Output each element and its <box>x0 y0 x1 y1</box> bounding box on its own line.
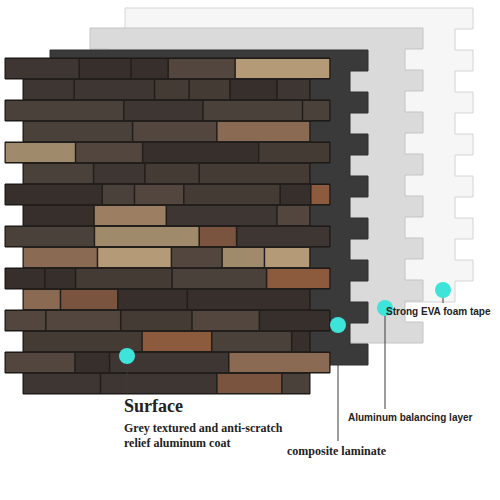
metal-strip <box>312 185 330 204</box>
balancing-layer <box>90 28 423 343</box>
stone-strip <box>190 80 229 99</box>
metal-strip <box>95 206 166 225</box>
stone-strip <box>259 143 329 162</box>
callout-dot <box>435 282 451 298</box>
stone-strip <box>124 101 202 120</box>
stone-strip <box>278 206 310 225</box>
metal-strip <box>143 332 211 351</box>
leader-line <box>338 325 339 441</box>
stone-strip <box>80 59 130 78</box>
stone-strip <box>260 311 329 330</box>
stone-strip <box>121 311 191 330</box>
part-label: composite laminate <box>287 444 386 459</box>
stone-strip <box>200 164 309 183</box>
stone-strip <box>169 59 234 78</box>
metal-strip <box>236 59 329 78</box>
stone-strip <box>193 311 259 330</box>
stone-strip <box>212 332 290 351</box>
stone-strip <box>281 185 310 204</box>
metal-strip <box>223 248 264 267</box>
metal-strip <box>6 143 75 162</box>
metal-strip <box>218 122 310 141</box>
part-title: Surface <box>124 396 183 417</box>
stone-strip <box>24 164 93 183</box>
stone-strip <box>101 374 216 393</box>
mosaic-strips <box>6 59 330 393</box>
stone-strip <box>135 185 183 204</box>
stone-strip <box>24 80 74 99</box>
part-description: Grey textured and anti-scratch relief al… <box>124 421 299 451</box>
stone-strip <box>6 59 79 78</box>
stone-strip <box>76 269 171 288</box>
metal-strip <box>265 248 309 267</box>
stone-strip <box>6 101 123 120</box>
callout-dot <box>119 348 135 364</box>
stone-strip <box>173 269 266 288</box>
metal-strip <box>267 269 329 288</box>
stone-strip <box>24 332 142 351</box>
stone-strip <box>6 185 102 204</box>
stone-strip <box>278 80 310 99</box>
metal-strip <box>24 290 60 309</box>
stone-strip <box>132 59 168 78</box>
metal-strip <box>95 227 198 246</box>
metal-strip <box>200 227 236 246</box>
stone-strip <box>188 290 309 309</box>
stone-strip <box>76 143 142 162</box>
stone-strip <box>119 290 187 309</box>
stone-strip <box>204 101 302 120</box>
metal-strip <box>61 290 117 309</box>
stone-strip <box>75 80 154 99</box>
stone-strip <box>133 122 216 141</box>
stone-strip <box>103 185 134 204</box>
stone-strip <box>6 353 74 372</box>
stone-strip <box>24 206 94 225</box>
stone-strip <box>47 311 120 330</box>
stone-strip <box>231 80 277 99</box>
stone-strip <box>143 143 257 162</box>
stone-strip <box>76 353 109 372</box>
part-label: Aluminum balancing layer <box>348 412 472 423</box>
stone-strip <box>46 269 75 288</box>
stone-strip <box>6 269 44 288</box>
stone-strip <box>24 122 132 141</box>
leader-line <box>385 308 386 409</box>
metal-strip <box>24 248 97 267</box>
stone-strip <box>6 311 45 330</box>
stone-strip <box>24 374 100 393</box>
stone-strip <box>146 164 199 183</box>
metal-strip <box>230 353 330 372</box>
stone-strip <box>237 227 329 246</box>
surface-layer <box>5 58 330 394</box>
stone-strip <box>172 248 221 267</box>
stone-strip <box>6 227 94 246</box>
stone-strip <box>292 332 309 351</box>
stone-strip <box>303 101 329 120</box>
callout-dot <box>330 317 346 333</box>
stone-strip <box>94 164 144 183</box>
part-label: Strong EVA foam tape <box>386 306 490 317</box>
metal-strip <box>218 374 282 393</box>
stone-strip <box>155 80 188 99</box>
stone-strip <box>185 185 280 204</box>
metal-strip <box>98 248 170 267</box>
stone-strip <box>283 374 310 393</box>
stone-strip <box>167 206 276 225</box>
